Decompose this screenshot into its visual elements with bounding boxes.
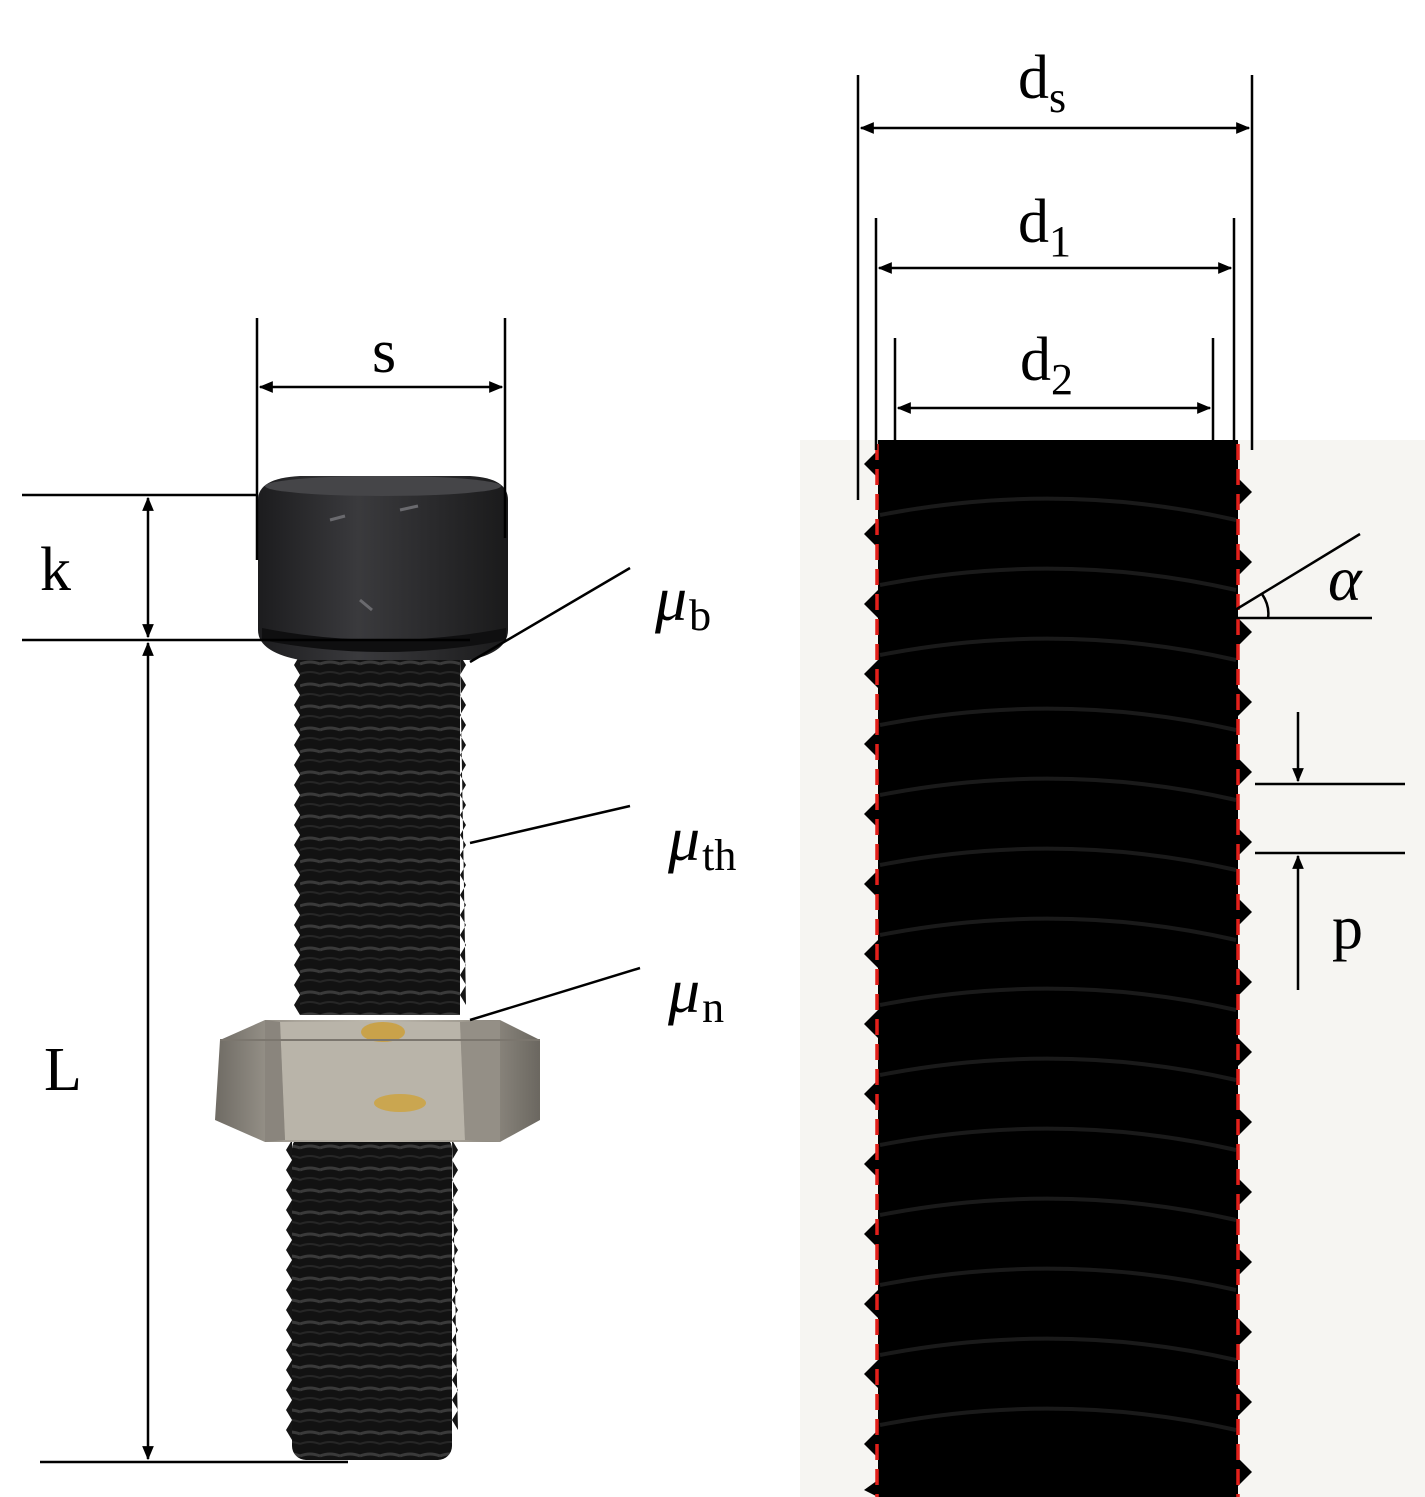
thread-grooves — [879, 496, 1237, 1432]
mu-n-label: μn — [667, 955, 724, 1032]
ds-label: ds — [1018, 44, 1066, 122]
d2-label: d2 — [1020, 326, 1073, 404]
thread-crests-left — [864, 450, 878, 1497]
bolt-shank-lower — [292, 1135, 452, 1460]
left-dimension-lines — [22, 318, 641, 1464]
right-dimension-lines — [856, 75, 1405, 990]
alpha-flank-line — [1221, 532, 1361, 620]
mu-b-leader-line — [469, 566, 631, 664]
mu-n-leader-line — [469, 966, 641, 1022]
thread-profile-photo — [800, 440, 1425, 1497]
mu-b-label: μb — [654, 563, 711, 640]
bolt-shank-upper — [300, 655, 460, 1015]
p-label: p — [1332, 894, 1363, 962]
mu-th-leader-line — [469, 804, 631, 845]
right-labels: ds d1 d2 α p — [1018, 44, 1363, 962]
d1-label: d1 — [1018, 188, 1071, 266]
alpha-label: α — [1328, 543, 1363, 614]
thread-body — [878, 440, 1238, 1497]
hex-nut — [215, 1020, 540, 1142]
left-labels: s k L μb μth μn — [40, 318, 736, 1104]
bolt-photo — [215, 476, 540, 1460]
thread-crests-right — [1238, 478, 1252, 1486]
bolt-shank-lower-thread-edges — [286, 1140, 458, 1440]
mu-th-label: μth — [667, 803, 736, 880]
s-label: s — [372, 318, 396, 386]
bolt-head — [258, 476, 508, 660]
bolt-shank-upper-thread-edges — [294, 655, 466, 1015]
k-label: k — [40, 536, 71, 604]
alpha-angle-arc — [1260, 593, 1270, 619]
L-label: L — [44, 1036, 82, 1104]
